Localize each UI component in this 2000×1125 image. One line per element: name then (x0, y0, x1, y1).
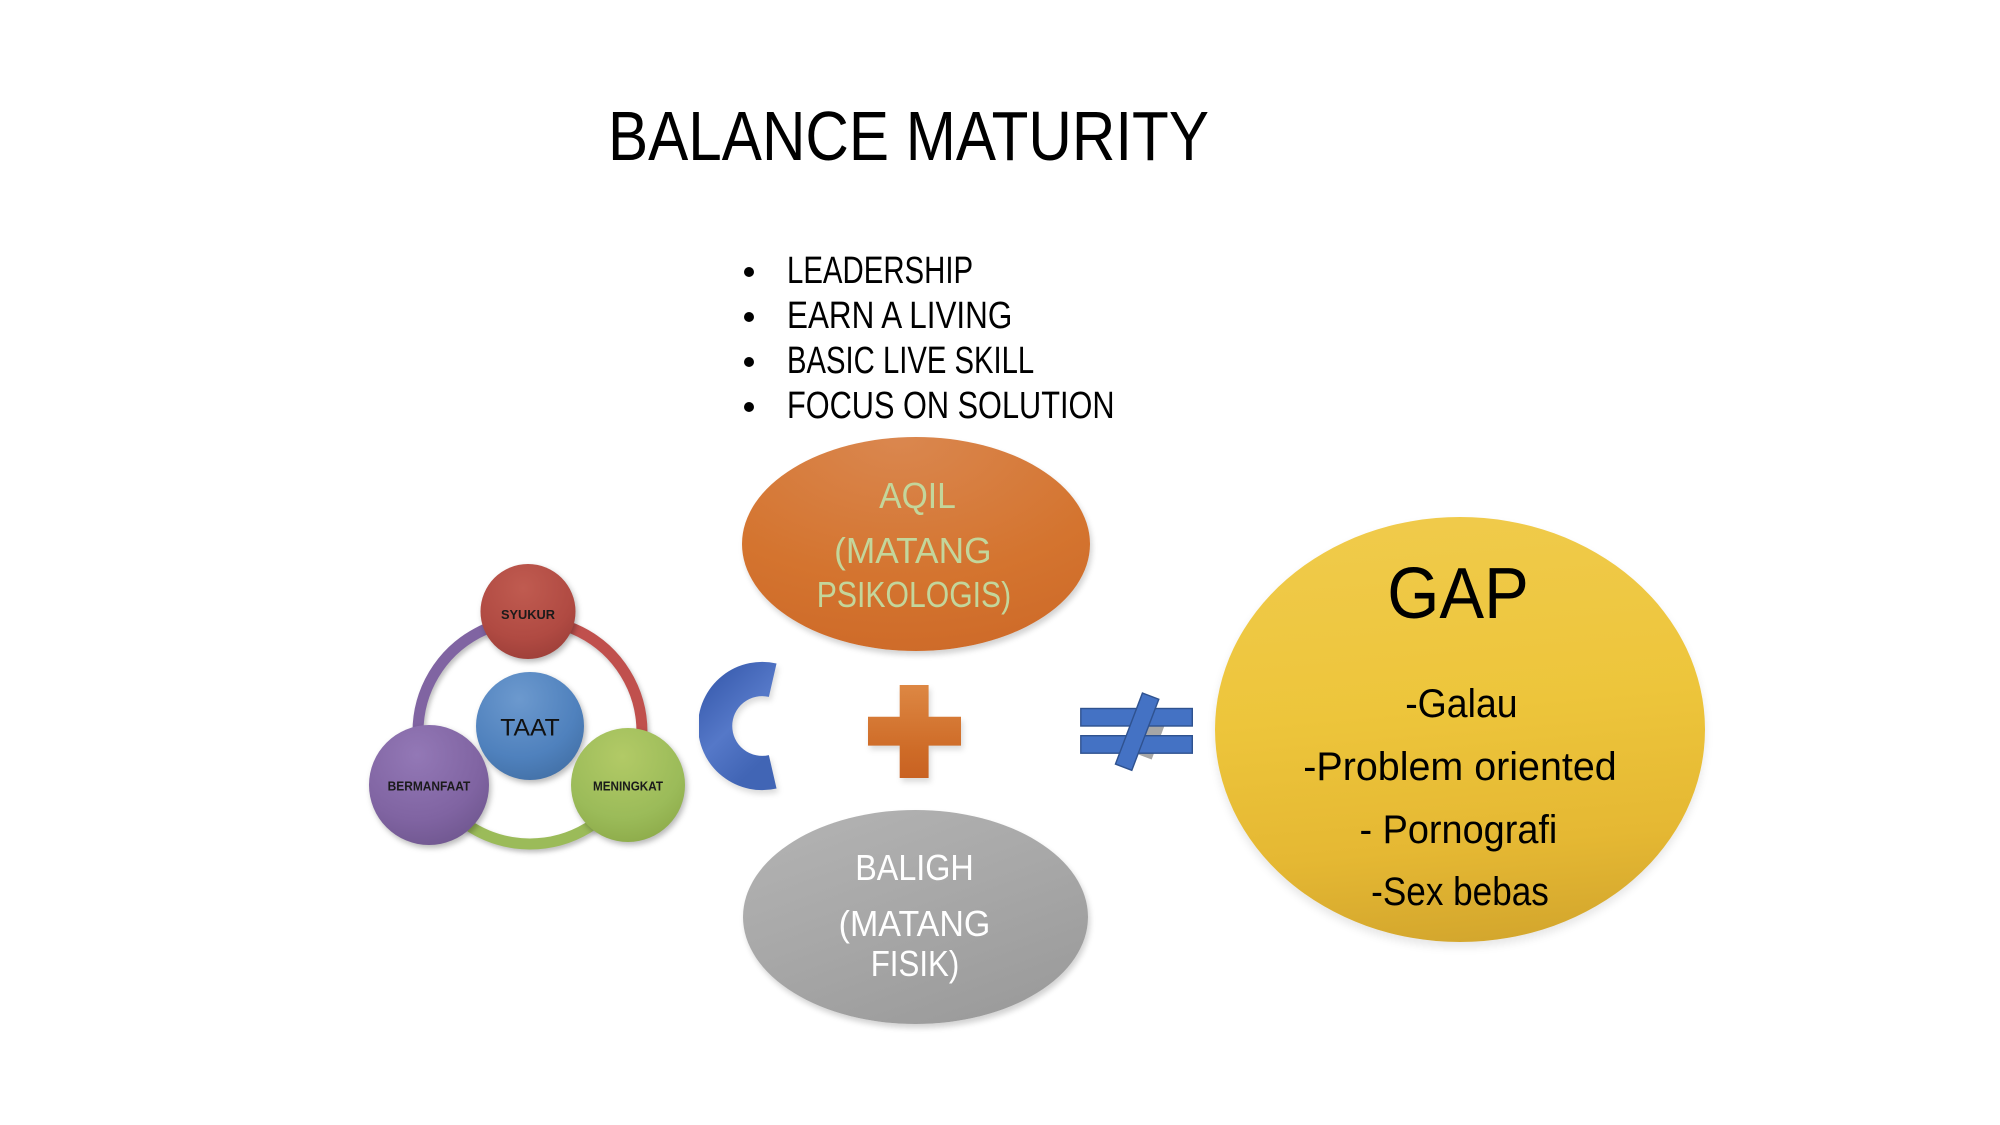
svg-text:MENINGKAT: MENINGKAT (593, 779, 663, 794)
svg-text:SYUKUR: SYUKUR (501, 607, 556, 622)
svg-text:TAAT: TAAT (500, 715, 560, 742)
svg-text:BERMANFAAT: BERMANFAAT (388, 779, 471, 794)
